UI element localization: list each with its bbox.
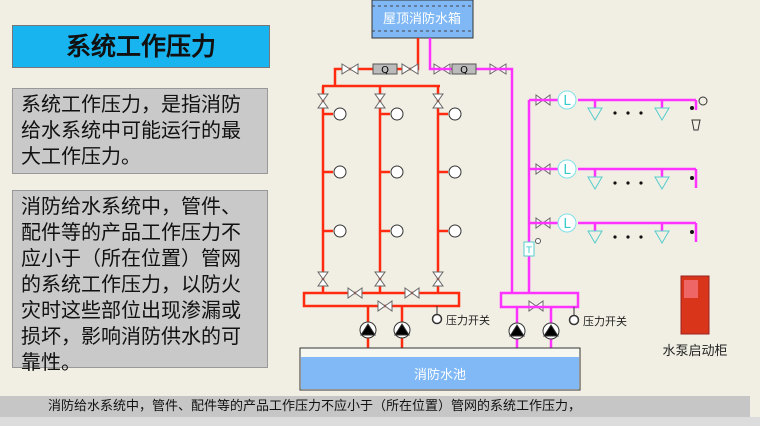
svg-text:L: L <box>563 94 571 109</box>
footer-bar <box>0 417 760 426</box>
water-flow-indicators: L L L <box>557 90 577 233</box>
end-test-gauge-icon <box>691 96 708 131</box>
sprinkler-pipes <box>428 38 698 348</box>
alarm-valve: T <box>523 238 541 257</box>
sprinkler-heads <box>587 107 670 244</box>
roof-tank-label: 屋顶消防水箱 <box>383 11 461 27</box>
svg-text:L: L <box>563 217 571 232</box>
svg-text:T: T <box>525 246 532 256</box>
hydrant-icons <box>333 107 462 238</box>
pumps <box>359 321 560 340</box>
roof-water-tank: 屋顶消防水箱 <box>371 0 474 39</box>
pool-label: 消防水池 <box>414 367 466 383</box>
requirement-text-box: 消防给水系统中，管件、配件等的产品工作压力不应小于（所在位置）管网的系统工作压力… <box>12 190 268 374</box>
svg-text:压力开关: 压力开关 <box>583 314 627 328</box>
pressure-switch-left: 压力开关 <box>431 306 490 327</box>
definition-text-box: 系统工作压力，是指消防给水系统中可能运行的最大工作压力。 <box>12 88 268 174</box>
svg-text:Q: Q <box>460 65 468 76</box>
pressure-switch-right: 压力开关 <box>568 307 627 328</box>
pump-control-cabinet: 水泵启动柜 <box>662 275 728 359</box>
fire-water-pool: 消防水池 <box>299 347 581 391</box>
svg-text:压力开关: 压力开关 <box>446 313 490 327</box>
flow-switch-red: Q <box>372 63 398 76</box>
flow-switch-pink: Q <box>451 63 477 76</box>
cabinet-label: 水泵启动柜 <box>662 344 727 359</box>
svg-text:Q: Q <box>381 65 389 76</box>
svg-text:L: L <box>563 163 571 178</box>
subtitle-caption: 消防给水系统中，管件、配件等的产品工作压力不应小于（所在位置）管网的系统工作压力… <box>0 396 750 417</box>
valves <box>317 63 551 312</box>
slide-title: 系统工作压力 <box>12 25 270 68</box>
hydrant-pipes <box>302 38 461 348</box>
ellipsis-dots <box>613 106 694 239</box>
